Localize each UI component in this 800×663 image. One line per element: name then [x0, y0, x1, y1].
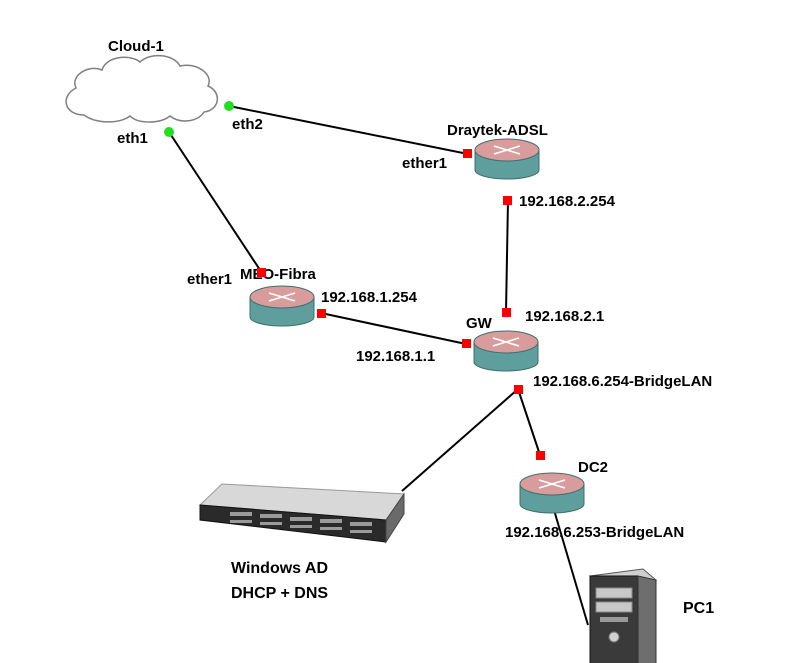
gw-lan-ip-label: 192.168.6.254-BridgeLAN — [533, 373, 712, 390]
link-cloud-eth2-draytek[interactable] — [228, 105, 469, 155]
cloud-1-node[interactable]: Cloud-1 — [65, 38, 218, 123]
cloud-1-name: Cloud-1 — [108, 38, 164, 55]
link-gw-dc2[interactable] — [517, 388, 541, 456]
router-icon — [474, 138, 540, 180]
dc2-node[interactable]: DC2 — [519, 459, 608, 514]
meo-lan-port[interactable] — [317, 309, 326, 318]
port-markers — [164, 101, 545, 460]
interface-labels: eth1 eth2 ether1 192.168.2.254 ether1 19… — [117, 116, 712, 541]
router-icon — [473, 330, 539, 372]
link-draytek-gw[interactable] — [505, 199, 509, 313]
router-icon — [249, 285, 315, 327]
gw-lan-port[interactable] — [514, 385, 523, 394]
gw-wan2-ip-label: 192.168.2.1 — [525, 308, 604, 325]
router-icon — [519, 472, 585, 514]
link-gw-server[interactable] — [401, 388, 519, 492]
link-meo-gw[interactable] — [320, 312, 467, 345]
cloud-eth2-label: eth2 — [232, 116, 263, 133]
draytek-port-label: ether1 — [402, 155, 447, 172]
cloud-icon — [65, 54, 218, 123]
gw-node[interactable]: GW — [466, 315, 539, 372]
links — [168, 105, 589, 626]
meo-ip-label: 192.168.1.254 — [321, 289, 418, 306]
draytek-lan-port[interactable] — [503, 196, 512, 205]
dc2-port[interactable] — [536, 451, 545, 460]
cloud-eth1-label: eth1 — [117, 130, 148, 147]
pc1-node[interactable]: PC1 — [588, 568, 714, 663]
desktop-tower-icon — [588, 568, 658, 663]
dc2-ip-label: 192.168.6.253-BridgeLAN — [505, 524, 684, 541]
draytek-adsl-node[interactable]: Draytek-ADSL — [447, 122, 548, 180]
meo-ether1-port[interactable] — [257, 268, 266, 277]
draytek-ether1-port[interactable] — [463, 149, 472, 158]
link-dc2-pc1[interactable] — [553, 509, 589, 626]
meo-port-label: ether1 — [187, 271, 232, 288]
meo-name: MEO-Fibra — [240, 266, 316, 283]
gw-wan1-ip-label: 192.168.1.1 — [356, 348, 435, 365]
server-label-line2: DHCP + DNS — [231, 585, 328, 602]
gw-name: GW — [466, 315, 493, 332]
gw-wan1-port[interactable] — [462, 339, 471, 348]
link-cloud-eth1-meo[interactable] — [168, 131, 263, 274]
windows-ad-server-node[interactable]: Windows AD DHCP + DNS — [198, 483, 405, 602]
gw-wan2-port[interactable] — [502, 308, 511, 317]
server-label-line1: Windows AD — [231, 560, 328, 577]
draytek-ip-label: 192.168.2.254 — [519, 193, 616, 210]
dc2-name: DC2 — [578, 459, 608, 476]
cloud-eth2-port[interactable] — [224, 101, 234, 111]
meo-fibra-node[interactable]: MEO-Fibra — [240, 266, 316, 327]
pc1-name: PC1 — [683, 600, 714, 617]
cloud-eth1-port[interactable] — [164, 127, 174, 137]
draytek-name: Draytek-ADSL — [447, 122, 548, 139]
rack-server-icon — [198, 483, 405, 544]
